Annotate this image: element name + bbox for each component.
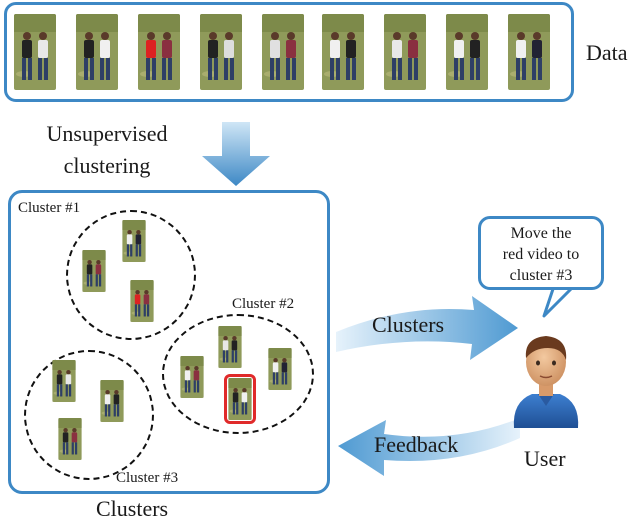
video-frame-thumbnail [322,14,364,90]
bubble-tail [542,286,576,318]
cluster-1-ellipse [66,210,196,340]
cluster-video-thumbnail [122,220,146,262]
cluster-3-ellipse [24,350,154,480]
cluster-2-ellipse [162,314,314,434]
bubble-line2: red video to [502,246,580,263]
cluster-3-label: Cluster #3 [116,470,179,486]
unsupervised-line1: Unsupervised [46,121,168,146]
user-avatar-icon [513,336,579,428]
video-frame-thumbnail [14,14,56,90]
feedback-arrow-label: Feedback [374,432,459,457]
video-frame-thumbnail [384,14,426,90]
unsupervised-clustering-label: Unsupervised clustering [24,118,190,182]
cluster-1-label: Cluster #1 [18,200,81,216]
video-frame-thumbnail [200,14,242,90]
cluster-video-thumbnail [100,380,124,422]
video-frame-thumbnail [508,14,550,90]
data-label: Data [586,40,628,65]
bubble-line1: Move the [510,225,572,242]
cluster-video-thumbnail [268,348,292,390]
clusters-caption: Clusters [96,496,169,521]
unsupervised-line2: clustering [63,153,151,178]
feedback-arrow-icon [338,418,520,476]
highlighted-video-thumbnail [224,374,256,424]
cluster-video-thumbnail [52,360,76,402]
user-label: User [524,446,566,471]
bubble-line3: cluster #3 [509,267,573,284]
video-frame-thumbnail [76,14,118,90]
feedback-speech-bubble: Move the red video to cluster #3 [478,216,604,290]
cluster-video-thumbnail [180,356,204,398]
cluster-2-label: Cluster #2 [232,296,295,312]
clusters-arrow-icon [336,296,518,360]
video-frame-thumbnail [262,14,304,90]
cluster-video-thumbnail [130,280,154,322]
video-frame-thumbnail [446,14,488,90]
cluster-video-thumbnail [58,418,82,460]
video-frame-thumbnail [138,14,180,90]
cluster-video-thumbnail [218,326,242,368]
clusters-arrow-label: Clusters [372,312,445,337]
down-arrow-icon [202,122,270,186]
cluster-video-thumbnail [82,250,106,292]
